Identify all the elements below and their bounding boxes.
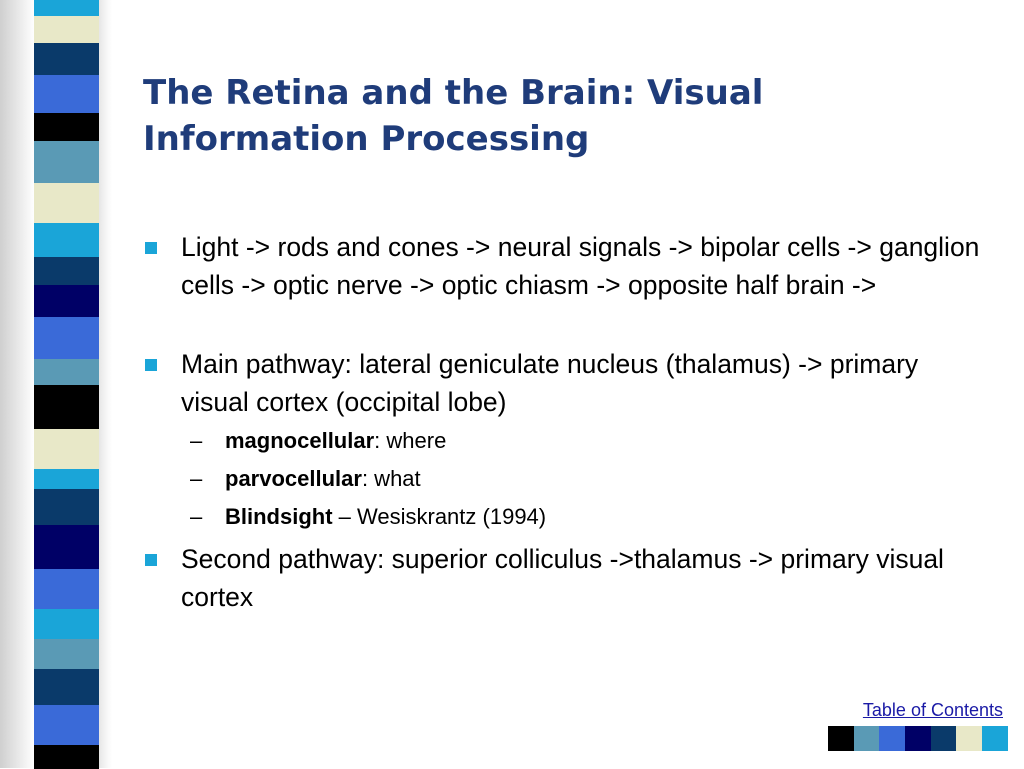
sub-bullet-item: – parvocellular: what: [190, 464, 990, 494]
color-swatch: [879, 726, 906, 751]
dash-bullet-icon: –: [190, 428, 203, 453]
sub-bullet-rest: – Wesiskrantz (1994): [332, 504, 547, 529]
bullet-text: Light -> rods and cones -> neural signal…: [181, 232, 980, 300]
sub-bullet-text: Blindsight – Wesiskrantz (1994): [225, 502, 990, 532]
sub-bullet-term: Blindsight: [225, 504, 333, 529]
color-swatch: [828, 726, 854, 751]
left-decorative-stripe: [0, 0, 112, 769]
stripe-block: [34, 16, 99, 43]
stripe-block: [34, 257, 99, 285]
square-bullet-icon: [145, 242, 157, 254]
color-swatch: [982, 726, 1008, 751]
stripe-block: [34, 525, 99, 569]
color-swatch: [853, 726, 880, 751]
stripe-color-blocks: [34, 0, 99, 769]
stripe-block: [34, 609, 99, 639]
bullet-item: Main pathway: lateral geniculate nucleus…: [143, 345, 993, 421]
dash-bullet-icon: –: [190, 466, 203, 491]
color-swatch: [930, 726, 957, 751]
dash-bullet-icon: –: [190, 504, 203, 529]
stripe-shadow: [99, 0, 112, 768]
stripe-block: [34, 489, 99, 525]
stripe-block: [34, 705, 99, 745]
square-bullet-icon: [145, 359, 157, 371]
stripe-block: [34, 223, 99, 257]
sub-bullet-text: parvocellular: what: [225, 464, 990, 494]
sub-bullet-rest: : what: [361, 466, 421, 491]
stripe-block: [34, 0, 99, 16]
sub-bullet-term: magnocellular: [225, 428, 375, 453]
slide-title: The Retina and the Brain: Visual Informa…: [143, 73, 764, 159]
bullet-item: Light -> rods and cones -> neural signal…: [143, 228, 993, 304]
stripe-block: [34, 429, 99, 469]
stripe-block: [34, 385, 99, 429]
bullet-text: Main pathway: lateral geniculate nucleus…: [181, 349, 919, 417]
color-swatch: [956, 726, 983, 751]
stripe-block: [34, 113, 99, 141]
sub-bullet-item: – Blindsight – Wesiskrantz (1994): [190, 502, 990, 532]
stripe-block: [34, 317, 99, 359]
stripe-block: [34, 75, 99, 113]
stripe-block: [34, 469, 99, 489]
sub-bullet-term: parvocellular: [225, 466, 362, 491]
stripe-block: [34, 43, 99, 75]
stripe-block: [34, 183, 99, 223]
stripe-block: [34, 745, 99, 769]
bullet-item: Second pathway: superior colliculus ->th…: [143, 540, 993, 616]
stripe-block: [34, 359, 99, 385]
stripe-block: [34, 639, 99, 669]
stripe-gutter: [0, 0, 34, 768]
color-swatch-row: [828, 726, 1008, 751]
stripe-block: [34, 285, 99, 317]
square-bullet-icon: [145, 554, 157, 566]
stripe-block: [34, 141, 99, 183]
sub-bullet-text: magnocellular: where: [225, 426, 990, 456]
stripe-block: [34, 569, 99, 609]
sub-bullet-item: – magnocellular: where: [190, 426, 990, 456]
sub-bullet-rest: : where: [374, 428, 447, 453]
color-swatch: [905, 726, 931, 751]
bullet-text: Second pathway: superior colliculus ->th…: [181, 544, 944, 612]
stripe-block: [34, 669, 99, 705]
table-of-contents-link[interactable]: Table of Contents: [862, 700, 1003, 720]
